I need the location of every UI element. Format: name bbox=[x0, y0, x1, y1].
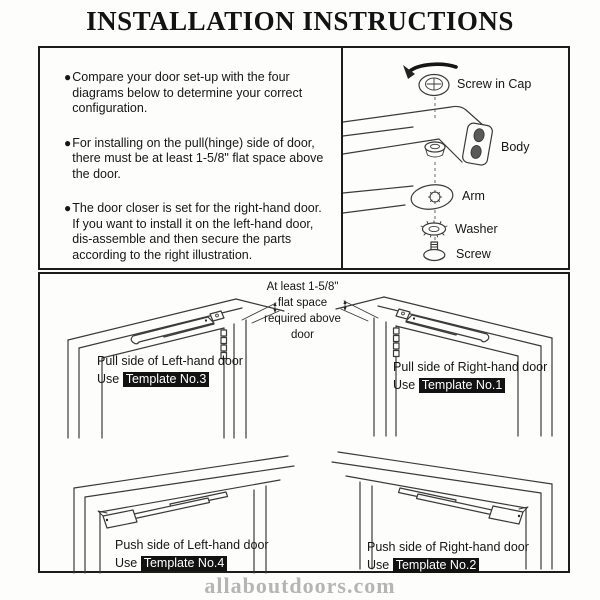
template-badge: Template No.2 bbox=[392, 558, 480, 573]
caption-text: Push side of Left-hand door bbox=[115, 538, 269, 552]
instructions-panel: ● Compare your door set-up with the four… bbox=[38, 46, 570, 270]
pull-right-caption: Pull side of Right-hand door Use Templat… bbox=[393, 358, 547, 394]
instruction-bullet-2: ● For installing on the pull(hinge) side… bbox=[64, 136, 329, 183]
template-badge: Template No.3 bbox=[122, 372, 210, 387]
instruction-text: The door closer is set for the right-han… bbox=[72, 201, 322, 262]
exploded-parts-panel: Screw in Cap Body Arm Washer Screw bbox=[343, 48, 568, 268]
instruction-text: For installing on the pull(hinge) side o… bbox=[72, 135, 324, 181]
push-left-caption: Push side of Left-hand door Use Template… bbox=[115, 536, 269, 572]
bullet-icon: ● bbox=[64, 70, 72, 84]
caption-template-line: Use Template No.4 bbox=[115, 554, 269, 572]
flat-space-note: At least 1-5/8" flat space required abov… bbox=[264, 281, 341, 341]
caption-template-line: Use Template No.2 bbox=[367, 556, 529, 574]
closer-body-drawing bbox=[343, 105, 493, 166]
screw-label: Screw bbox=[456, 247, 491, 261]
instruction-bullet-3: ● The door closer is set for the right-h… bbox=[64, 201, 329, 263]
template-badge: Template No.4 bbox=[140, 556, 228, 571]
screw-in-cap-icon bbox=[418, 73, 450, 97]
pull-right-door-diagram bbox=[335, 296, 553, 437]
door-closer-drawing bbox=[130, 310, 225, 345]
template-badge: Template No.1 bbox=[418, 378, 506, 393]
washer-icon bbox=[420, 220, 448, 238]
caption-template-line: Use Template No.3 bbox=[97, 370, 243, 388]
cap-label: Screw in Cap bbox=[457, 77, 532, 91]
door-frame-drawing bbox=[331, 451, 553, 570]
body-label: Body bbox=[501, 140, 530, 154]
washer-label: Washer bbox=[455, 222, 498, 236]
caption-template-line: Use Template No.1 bbox=[393, 376, 547, 394]
hinge-icon bbox=[392, 327, 400, 358]
page-title: INSTALLATION INSTRUCTIONS bbox=[86, 6, 514, 36]
screw-icon bbox=[423, 241, 446, 262]
door-closer-drawing bbox=[397, 487, 529, 525]
arm-label: Arm bbox=[462, 189, 485, 203]
pull-left-caption: Pull side of Left-hand door Use Template… bbox=[97, 352, 243, 388]
door-closer-drawing bbox=[97, 491, 229, 529]
door-frame-drawing bbox=[73, 455, 295, 574]
pull-left-door-diagram bbox=[67, 298, 285, 439]
push-left-door-diagram bbox=[73, 455, 295, 574]
instruction-text-panel: ● Compare your door set-up with the four… bbox=[40, 48, 343, 268]
caption-text: Pull side of Right-hand door bbox=[393, 360, 548, 374]
caption-text: Push side of Right-hand door bbox=[367, 540, 529, 554]
door-closer-drawing bbox=[395, 308, 490, 343]
push-right-caption: Push side of Right-hand door Use Templat… bbox=[367, 538, 529, 574]
rotate-arrow-icon bbox=[408, 62, 458, 73]
bullet-icon: ● bbox=[64, 201, 72, 215]
hinge-icon bbox=[220, 329, 228, 360]
exploded-parts-drawing bbox=[343, 62, 493, 262]
caption-text: Pull side of Left-hand door bbox=[97, 354, 243, 368]
closer-arm-drawing bbox=[343, 184, 454, 214]
pivot-cap-icon bbox=[424, 141, 446, 158]
door-configurations-panel: At least 1-5/8" flat space required abov… bbox=[38, 272, 570, 574]
instruction-text: Compare your door set-up with the four d… bbox=[72, 70, 303, 115]
push-right-door-diagram bbox=[331, 451, 553, 570]
instruction-bullet-1: ● Compare your door set-up with the four… bbox=[64, 70, 329, 117]
bullet-icon: ● bbox=[64, 135, 72, 150]
rotate-arrowhead-icon bbox=[403, 65, 415, 79]
watermark: allaboutdoors.com bbox=[204, 573, 396, 598]
